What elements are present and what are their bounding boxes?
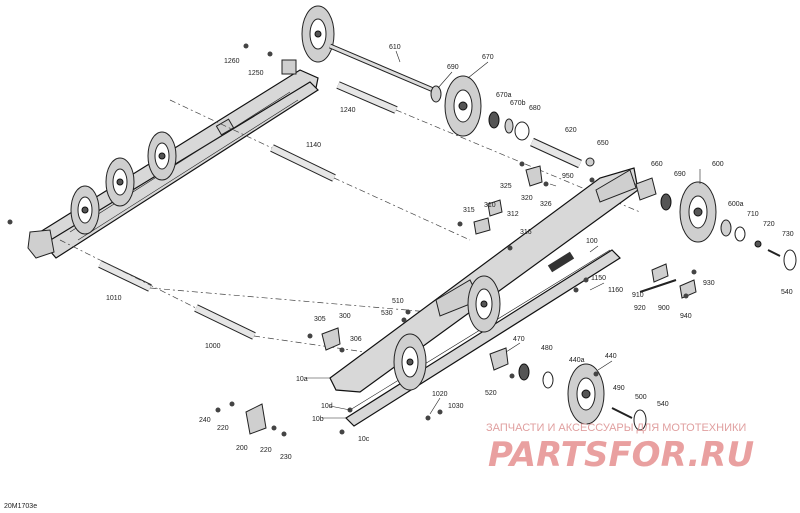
watermark: ЗАПЧАСТИ И АКСЕССУАРЫ ДЛЯ МОТОТЕХНИКИ PA… — [486, 422, 754, 475]
cross-shaft-1240 — [336, 81, 398, 114]
callout-labels: 610 690 670 1260 1250 1240 670a 670b 680… — [106, 44, 794, 461]
callout-220-a: 220 — [217, 425, 229, 432]
idler-wheel-670 — [444, 75, 482, 137]
callout-10c: 10c — [358, 436, 370, 443]
callout-320: 320 — [521, 195, 533, 202]
callout-300: 300 — [339, 313, 351, 320]
watermark-brand: PARTSFOR.RU — [488, 435, 754, 475]
callout-670b: 670b — [510, 100, 526, 107]
callout-440a: 440a — [569, 357, 585, 364]
cross-shaft-620 — [530, 137, 582, 169]
callout-930: 930 — [703, 280, 715, 287]
callout-950: 950 — [562, 173, 574, 180]
callout-690: 690 — [447, 64, 459, 71]
callout-530: 530 — [381, 310, 393, 317]
callout-240: 240 — [199, 417, 211, 424]
idler-wheel-rear — [147, 131, 177, 181]
callout-100: 100 — [586, 238, 598, 245]
callout-650: 650 — [597, 140, 609, 147]
callout-600: 600 — [712, 161, 724, 168]
callout-1020: 1020 — [432, 391, 448, 398]
callout-670a: 670a — [496, 92, 512, 99]
left-rail-assembly — [27, 5, 335, 259]
idler-wheel-mid — [105, 157, 135, 207]
callout-720: 720 — [763, 221, 775, 228]
idler-wheel-front — [70, 185, 100, 235]
callout-1160: 1160 — [608, 287, 623, 294]
callout-315: 315 — [463, 207, 475, 214]
callout-1260: 1260 — [224, 58, 240, 65]
callout-1240: 1240 — [340, 107, 356, 114]
cross-shaft-1010 — [98, 260, 152, 292]
callout-730: 730 — [782, 231, 794, 238]
callout-910: 910 — [632, 292, 644, 299]
watermark-tagline: ЗАПЧАСТИ И АКСЕССУАРЫ ДЛЯ МОТОТЕХНИКИ — [486, 422, 746, 434]
callout-220-b: 220 — [260, 447, 272, 454]
callout-900: 900 — [658, 305, 670, 312]
idler-wheel-600 — [679, 181, 717, 243]
callout-200: 200 — [236, 445, 248, 452]
callout-10a: 10a — [296, 376, 308, 383]
callout-306: 306 — [350, 336, 362, 343]
callout-660: 660 — [651, 161, 663, 168]
callout-312: 312 — [507, 211, 519, 218]
callout-10d: 10d — [321, 403, 333, 410]
callout-305: 305 — [314, 316, 326, 323]
bogie-wheel-front — [393, 333, 427, 391]
callout-670: 670 — [482, 54, 494, 61]
callout-326: 326 — [540, 201, 552, 208]
callout-230: 230 — [280, 454, 292, 461]
callout-316: 316 — [520, 229, 532, 236]
callout-710: 710 — [747, 211, 759, 218]
callout-540-b: 540 — [657, 401, 669, 408]
callout-520: 520 — [485, 390, 497, 397]
callout-1010: 1010 — [106, 295, 122, 302]
diagram-code: 20M1703e — [4, 503, 37, 510]
callout-1030: 1030 — [448, 403, 464, 410]
callout-440: 440 — [605, 353, 617, 360]
callout-1000: 1000 — [205, 343, 221, 350]
callout-690-b: 690 — [674, 171, 686, 178]
idler-wheel-top — [301, 5, 335, 63]
cross-shaft-1140 — [270, 144, 336, 182]
cross-shaft-1000 — [194, 304, 256, 340]
callout-680: 680 — [529, 105, 541, 112]
callout-1140: 1140 — [306, 142, 321, 149]
callout-540-a: 540 — [781, 289, 793, 296]
callout-470: 470 — [513, 336, 525, 343]
callout-490: 490 — [613, 385, 625, 392]
callout-480: 480 — [541, 345, 553, 352]
callout-920: 920 — [634, 305, 646, 312]
bogie-wheel-rear — [467, 275, 501, 333]
callout-325: 325 — [500, 183, 512, 190]
callout-500: 500 — [635, 394, 647, 401]
idler-wheel-440 — [567, 363, 605, 425]
callout-510: 510 — [392, 298, 404, 305]
callout-600a: 600a — [728, 201, 744, 208]
callout-310: 310 — [484, 202, 496, 209]
callout-940: 940 — [680, 313, 692, 320]
callout-1150: 1150 — [591, 275, 606, 282]
callout-1250: 1250 — [248, 70, 264, 77]
callout-10b: 10b — [312, 416, 324, 423]
callout-610: 610 — [389, 44, 401, 51]
callout-620: 620 — [565, 127, 577, 134]
